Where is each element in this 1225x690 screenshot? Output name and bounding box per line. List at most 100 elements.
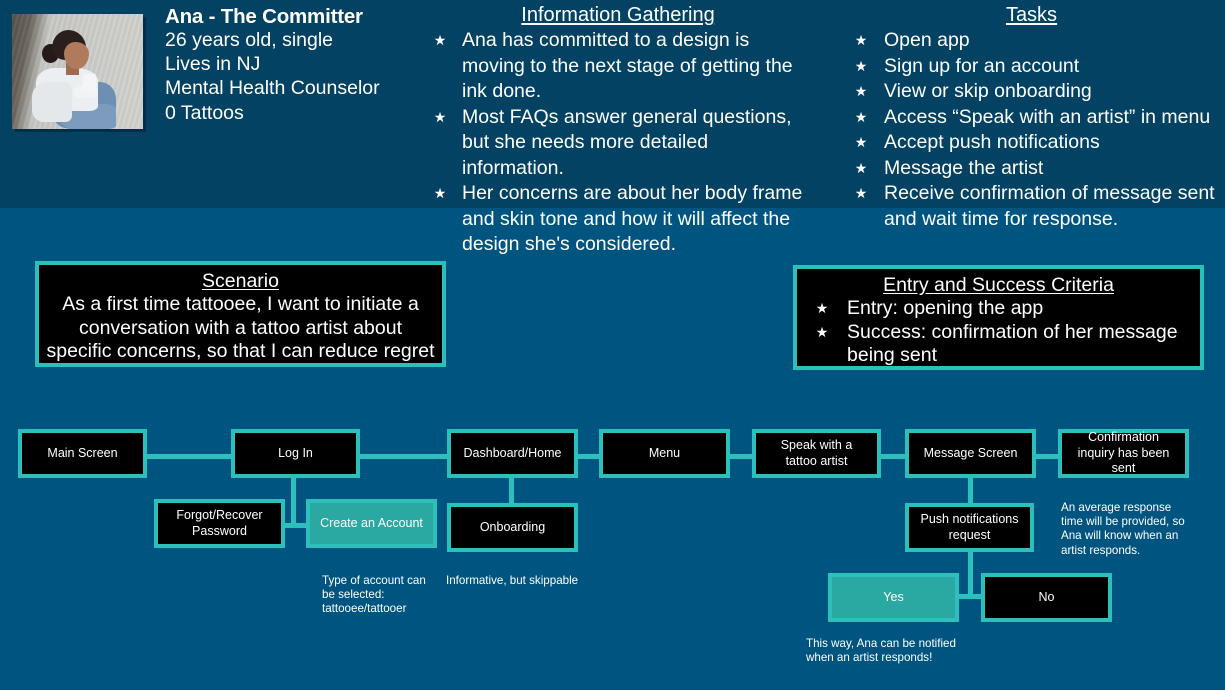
task-item: ★ Message the artist — [838, 156, 1225, 182]
connector-push-to-yes — [955, 594, 985, 599]
task-item: ★ Sign up for an account — [838, 54, 1225, 80]
flow-node-label: Menu — [648, 445, 681, 460]
flow-node-log-in[interactable]: Log In — [231, 429, 360, 478]
scenario-line: As a first time tattooee, I want to init… — [62, 293, 419, 315]
star-icon: ★ — [815, 323, 829, 340]
tasks-section: Tasks ★ Open app ★ Sign up for an accoun… — [838, 3, 1225, 232]
persona-detail-3: 0 Tattoos — [165, 101, 244, 124]
task-item: ★ Accept push notifications — [838, 130, 1225, 156]
entry-success-criteria-box: Entry and Success Criteria ★ Entry: open… — [793, 265, 1204, 370]
flow-node-label: Speak with a tattoo artist — [780, 438, 853, 468]
flow-node-label: Log In — [278, 445, 313, 460]
information-gathering-heading: Information Gathering — [521, 4, 715, 26]
information-gathering-section: Information Gathering ★ Ana has committe… — [418, 3, 818, 258]
star-icon: ★ — [433, 108, 447, 125]
criteria-item: ★ Success: confirmation of her message b… — [797, 321, 1200, 368]
scenario-line: specific concerns, so that I can reduce … — [46, 340, 435, 363]
photo-subject — [30, 30, 116, 129]
star-icon: ★ — [854, 159, 868, 176]
task-item: ★ Access “Speak with an artist” in menu — [838, 105, 1225, 131]
persona-photo — [12, 14, 143, 129]
flow-node-speak-with-artist[interactable]: Speak with a tattoo artist — [752, 429, 881, 478]
star-icon: ★ — [854, 185, 868, 201]
connector-login-branch-horizontal — [281, 523, 311, 528]
flow-node-create-account[interactable]: Create an Account — [306, 499, 437, 548]
header-band: Ana - The Committer 26 years old, single… — [0, 0, 1225, 255]
information-gathering-text: Most FAQs answer general questions, but … — [462, 105, 792, 179]
flow-node-label: Main Screen — [47, 445, 118, 460]
criteria-item: ★ Entry: opening the app — [797, 297, 1200, 321]
connector-login-branch-vertical — [291, 478, 296, 526]
task-item: ★ Open app — [838, 28, 1225, 54]
scenario-line: conversation with a tattoo artist about — [78, 316, 403, 339]
flow-node-label: Confirmation inquiry has been sent — [1077, 430, 1170, 476]
star-icon: ★ — [854, 32, 868, 48]
flow-node-forgot-password[interactable]: Forgot/Recover Password — [154, 499, 285, 548]
star-icon: ★ — [815, 300, 829, 316]
photo-face — [64, 42, 89, 69]
flow-node-push-notifications[interactable]: Push notifications request — [905, 503, 1034, 552]
persona-detail-1: Lives in NJ — [165, 53, 261, 76]
task-text: Access “Speak with an artist” in menu — [884, 105, 1211, 128]
connector-message-to-confirm — [1033, 454, 1061, 459]
flow-node-onboarding[interactable]: Onboarding — [447, 503, 578, 552]
photo-shirt-sleeve — [32, 82, 72, 122]
flow-node-yes[interactable]: Yes — [828, 573, 959, 622]
connector-menu-to-speak — [727, 454, 755, 459]
flow-node-label: Yes — [883, 589, 904, 604]
flow-node-label: Push notifications request — [920, 512, 1019, 542]
flow-node-main-screen[interactable]: Main Screen — [18, 429, 147, 478]
flow-node-label: No — [1038, 589, 1055, 604]
flow-node-label: Forgot/Recover Password — [176, 508, 263, 538]
persona-name: Ana - The Committer — [165, 5, 363, 28]
scenario-heading: Scenario — [202, 270, 279, 292]
star-icon: ★ — [854, 108, 868, 125]
persona-detail-2: Mental Health Counselor — [165, 77, 380, 100]
task-text: Accept push notifications — [884, 131, 1100, 153]
persona-details: Ana - The Committer 26 years old, single… — [165, 5, 380, 125]
criteria-heading: Entry and Success Criteria — [883, 274, 1114, 296]
information-gathering-text: Her concerns are about her body frame an… — [462, 182, 803, 255]
star-icon: ★ — [433, 185, 447, 201]
criteria-text: Success: confirmation of her message bei… — [847, 320, 1178, 367]
criteria-text: Entry: opening the app — [847, 297, 1044, 319]
star-icon: ★ — [433, 32, 447, 48]
note-account-type: Type of account can be selected: tattooe… — [322, 574, 426, 616]
information-gathering-item: ★ Her concerns are about her body frame … — [418, 181, 818, 258]
information-gathering-item: ★ Ana has committed to a design is movin… — [418, 28, 818, 105]
flow-node-label: Create an Account — [320, 515, 423, 530]
information-gathering-item: ★ Most FAQs answer general questions, bu… — [418, 105, 818, 182]
connector-push-to-choice-vertical — [968, 549, 973, 597]
information-gathering-text: Ana has committed to a design is moving … — [462, 29, 793, 102]
connector-main-to-login — [145, 454, 234, 459]
persona-detail-0: 26 years old, single — [165, 29, 334, 51]
flow-node-no[interactable]: No — [981, 573, 1112, 622]
note-onboarding: Informative, but skippable — [446, 574, 579, 587]
task-text: Sign up for an account — [884, 54, 1080, 77]
note-response-time: An average response time will be provide… — [1061, 501, 1185, 557]
flow-node-label: Message Screen — [923, 445, 1018, 460]
flow-node-label: Dashboard/Home — [463, 445, 562, 460]
connector-login-to-dashboard — [357, 454, 450, 459]
photo-cup — [83, 74, 96, 91]
connector-dashboard-to-onboarding — [509, 478, 514, 508]
task-text: View or skip onboarding — [884, 80, 1092, 102]
flow-node-dashboard-home[interactable]: Dashboard/Home — [447, 429, 578, 478]
star-icon: ★ — [854, 83, 868, 99]
tasks-heading: Tasks — [1005, 4, 1058, 26]
task-text: Receive confirmation of message sent and… — [884, 182, 1215, 230]
flow-node-menu[interactable]: Menu — [599, 429, 730, 478]
task-item: ★ View or skip onboarding — [838, 79, 1225, 105]
note-notified: This way, Ana can be notified when an ar… — [806, 637, 956, 665]
connector-dashboard-to-menu — [575, 454, 602, 459]
flow-node-message-screen[interactable]: Message Screen — [905, 429, 1036, 478]
flow-node-confirmation-sent[interactable]: Confirmation inquiry has been sent — [1058, 429, 1189, 478]
task-text: Message the artist — [884, 156, 1044, 179]
flow-node-label: Onboarding — [479, 519, 546, 534]
star-icon: ★ — [854, 57, 868, 74]
connector-message-to-push — [968, 478, 973, 508]
task-item: ★ Receive confirmation of message sent a… — [838, 181, 1225, 232]
star-icon: ★ — [854, 134, 868, 150]
task-text: Open app — [884, 29, 970, 51]
